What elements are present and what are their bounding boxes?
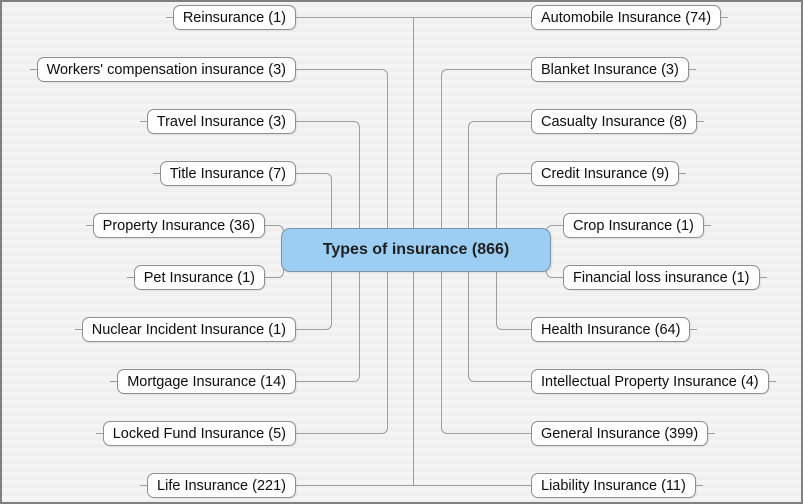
connector-bottom-rung	[296, 485, 532, 486]
node-title-insurance[interactable]: Title Insurance (7)	[152, 161, 296, 186]
node-liability-insurance[interactable]: Liability Insurance (11)	[531, 473, 703, 498]
node-financial-loss-insurance[interactable]: Financial loss insurance (1)	[563, 265, 766, 290]
node-general-insurance[interactable]: General Insurance (399)	[531, 421, 716, 446]
node-mortgage-insurance[interactable]: Mortgage Insurance (14)	[110, 369, 296, 394]
node-pet-insurance[interactable]: Pet Insurance (1)	[126, 265, 265, 290]
node-locked-fund-insurance[interactable]: Locked Fund Insurance (5)	[95, 421, 296, 446]
node-workers-compensation-insurance[interactable]: Workers' compensation insurance (3)	[29, 57, 296, 82]
node-health-insurance[interactable]: Health Insurance (64)	[531, 317, 698, 342]
node-crop-insurance[interactable]: Crop Insurance (1)	[563, 213, 711, 238]
node-nuclear-incident-insurance[interactable]: Nuclear Incident Insurance (1)	[74, 317, 296, 342]
node-credit-insurance[interactable]: Credit Insurance (9)	[531, 161, 687, 186]
node-reinsurance[interactable]: Reinsurance (1)	[165, 5, 296, 30]
node-automobile-insurance[interactable]: Automobile Insurance (74)	[531, 5, 729, 30]
connector-top-rung	[296, 17, 532, 18]
node-property-insurance[interactable]: Property Insurance (36)	[85, 213, 265, 238]
node-blanket-insurance[interactable]: Blanket Insurance (3)	[531, 57, 696, 82]
node-life-insurance[interactable]: Life Insurance (221)	[140, 473, 296, 498]
node-intellectual-property-insurance[interactable]: Intellectual Property Insurance (4)	[531, 369, 776, 394]
node-travel-insurance[interactable]: Travel Insurance (3)	[139, 109, 296, 134]
node-types-of-insurance-root[interactable]: Types of insurance (866)	[281, 228, 551, 272]
node-casualty-insurance[interactable]: Casualty Insurance (8)	[531, 109, 704, 134]
